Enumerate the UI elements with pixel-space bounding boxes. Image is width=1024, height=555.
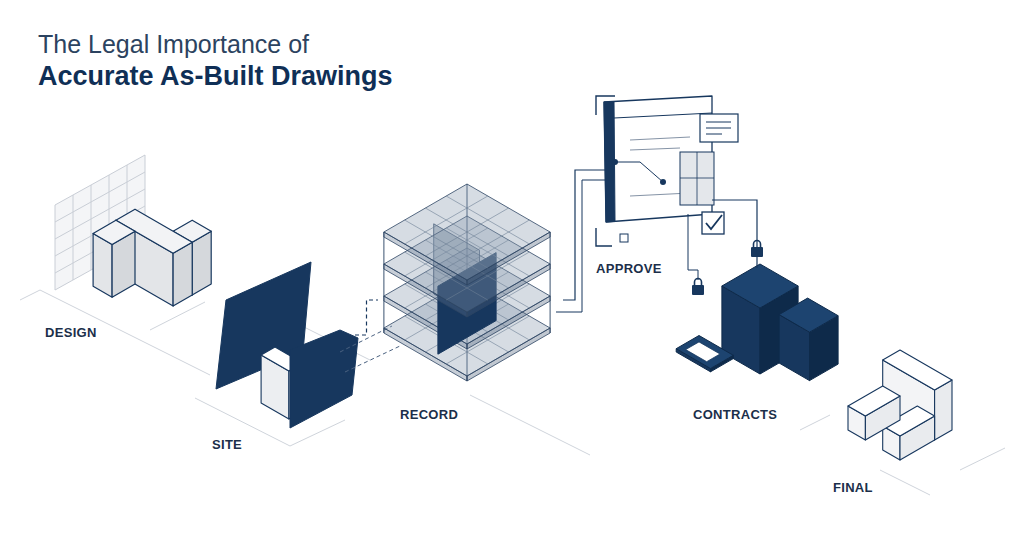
stage-label: CONTRACTS bbox=[693, 407, 777, 423]
record-post bbox=[383, 232, 384, 333]
stage-label: SITE bbox=[212, 437, 242, 453]
text-line bbox=[630, 148, 680, 150]
lock-shackle bbox=[695, 279, 702, 285]
wire bbox=[688, 214, 698, 280]
grid-line bbox=[91, 185, 92, 270]
floor-line bbox=[960, 448, 1005, 470]
panel-line bbox=[614, 113, 712, 118]
record-floor bbox=[384, 184, 550, 280]
tile-line bbox=[697, 152, 698, 205]
corner-bracket bbox=[596, 228, 612, 246]
tile-block bbox=[680, 152, 714, 205]
design-block bbox=[93, 220, 135, 244]
record-grid bbox=[425, 208, 508, 256]
floor-line bbox=[20, 290, 210, 375]
document-line bbox=[706, 128, 731, 129]
site-stage: SITE bbox=[205, 258, 355, 458]
stage-label: FINAL bbox=[833, 480, 873, 496]
panel-dot bbox=[660, 179, 666, 185]
floor-line bbox=[800, 415, 830, 430]
checkbox bbox=[702, 212, 724, 234]
tile-line bbox=[680, 178, 714, 179]
panel-dot bbox=[612, 159, 618, 165]
text-line bbox=[630, 137, 690, 140]
stage-label: APPROVE bbox=[596, 261, 662, 277]
contracts-block bbox=[779, 298, 838, 332]
record-stage: RECORD bbox=[378, 185, 563, 430]
record-grid bbox=[425, 208, 508, 256]
checkmark bbox=[706, 215, 722, 229]
wire bbox=[592, 170, 605, 171]
stage-label: RECORD bbox=[400, 407, 458, 423]
floor-line bbox=[150, 302, 205, 330]
final-stage: FINAL bbox=[828, 318, 978, 503]
document-icon bbox=[700, 114, 738, 142]
wire bbox=[712, 200, 752, 201]
connector bbox=[563, 170, 592, 300]
contracts-block bbox=[722, 264, 798, 308]
final-block bbox=[848, 386, 900, 416]
record-grid bbox=[446, 220, 529, 268]
lock-icon bbox=[692, 285, 704, 295]
approve-stage: APPROVE bbox=[592, 95, 752, 281]
grid-line bbox=[73, 195, 74, 280]
contracts-base bbox=[676, 336, 733, 369]
connector bbox=[752, 200, 757, 268]
site-panel bbox=[290, 330, 358, 428]
floor-line bbox=[880, 470, 930, 495]
document-line bbox=[706, 134, 722, 135]
panel-link bbox=[615, 162, 663, 182]
floor-line bbox=[470, 395, 590, 455]
grid-line bbox=[55, 205, 56, 290]
design-stage: DESIGN bbox=[38, 150, 213, 345]
small-icon bbox=[620, 234, 628, 242]
record-grid bbox=[405, 220, 488, 268]
contracts-stage: CONTRACTS bbox=[690, 268, 855, 430]
record-post bbox=[550, 232, 551, 333]
dashed-guide bbox=[345, 346, 400, 372]
final-block bbox=[883, 350, 952, 390]
document-line bbox=[706, 122, 731, 123]
connector bbox=[355, 300, 378, 335]
stage-label: DESIGN bbox=[45, 325, 97, 341]
contract-paper bbox=[686, 342, 720, 362]
diagram-title: The Legal Importance of Accurate As-Buil… bbox=[38, 28, 404, 92]
